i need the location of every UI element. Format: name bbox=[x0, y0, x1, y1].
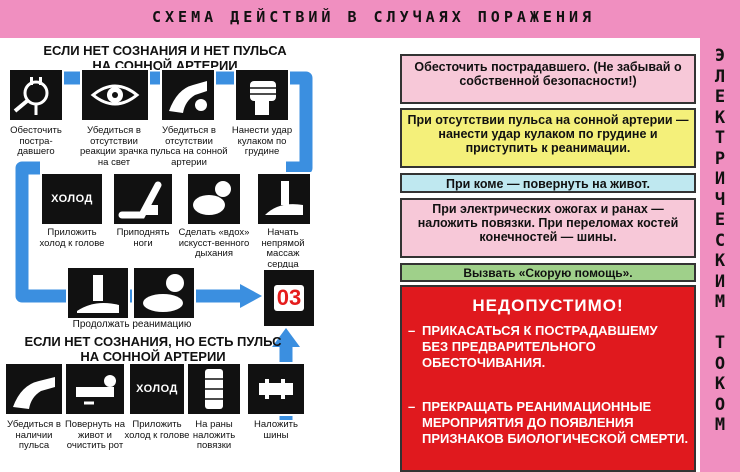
step-caption: Приподнять ноги bbox=[116, 227, 170, 249]
step-caption: Нанести удар кулаком по грудине bbox=[231, 125, 293, 157]
action-box: Обесточить пострадавшего. (Не забывай о … bbox=[400, 54, 696, 104]
step-caption: Приложить холод к голове bbox=[124, 419, 190, 441]
section2-title-line1: ЕСЛИ НЕТ СОЗНАНИЯ, НО ЕСТЬ ПУЛЬС bbox=[24, 334, 282, 349]
side-title-letter: И bbox=[714, 271, 726, 292]
cold-pack-icon: ХОЛОД bbox=[128, 362, 186, 416]
section1-title-line1: ЕСЛИ НЕТ СОЗНАНИЯ И НЕТ ПУЛЬСА bbox=[43, 43, 287, 58]
action-box: При коме — повернуть на живот. bbox=[400, 173, 696, 193]
fist-icon bbox=[234, 68, 290, 122]
eye-icon bbox=[80, 68, 150, 122]
prohibited-title: НЕДОПУСТИМО! bbox=[472, 296, 624, 315]
step-caption: Приложить холод к голове bbox=[39, 227, 105, 249]
pulse-check-icon bbox=[4, 362, 64, 416]
step-caption: Начать непрямой массаж сердца bbox=[261, 227, 305, 270]
action-box: При электрических ожогах и ранах — налож… bbox=[400, 198, 696, 258]
step-caption: Убедиться в отсутствии пульса на сонной … bbox=[150, 125, 228, 168]
bandage-icon bbox=[186, 362, 242, 416]
splint-icon bbox=[246, 362, 306, 416]
flow-arrowhead-up bbox=[272, 328, 300, 347]
action-text: При коме — повернуть на живот. bbox=[445, 177, 651, 191]
turn-over-icon bbox=[64, 362, 126, 416]
raised-legs-icon bbox=[112, 172, 174, 226]
action-box: Вызвать «Скорую помощь». bbox=[400, 263, 696, 282]
step-caption: На раны наложить повязки bbox=[192, 419, 236, 451]
side-title-letter: О bbox=[714, 353, 726, 374]
prohibited-item-dash: – bbox=[408, 323, 416, 338]
top-banner: СХЕМА ДЕЙСТВИЙ В СЛУЧАЯХ ПОРАЖЕНИЯ bbox=[0, 0, 740, 38]
side-title-letter: Е bbox=[714, 87, 726, 107]
side-banner: Э Л Е К Т Р И Ч Е С К И М Т О К О М bbox=[700, 38, 740, 472]
side-title-letter: И bbox=[714, 169, 726, 189]
prohibited-item-dash: – bbox=[408, 399, 416, 414]
phone-icon: 03 bbox=[262, 268, 316, 328]
step-caption: Повернуть на живот и очистить рот bbox=[64, 419, 126, 451]
side-title-letter: К bbox=[714, 251, 726, 271]
step-caption: Обесточить постра-давшего bbox=[10, 125, 62, 157]
cpr-compression-icon bbox=[66, 266, 130, 320]
side-title-letter: Р bbox=[714, 148, 726, 169]
side-title-letter: Л bbox=[714, 66, 726, 87]
side-title-letter: К bbox=[714, 374, 726, 394]
prohibited-box: НЕДОПУСТИМО! – ПРИКАСАТЬСЯ К ПОСТРАДАВШЕ… bbox=[400, 285, 696, 472]
action-text: При отсутствии пульса на сонной артерии … bbox=[407, 113, 689, 155]
side-title-letter: Е bbox=[714, 210, 726, 230]
cold-pack-label: ХОЛОД bbox=[136, 383, 178, 395]
plug-icon bbox=[8, 68, 64, 122]
flow-arrowhead-right bbox=[240, 284, 262, 308]
step-caption: Убедиться в наличии пульса bbox=[7, 419, 61, 451]
side-title-gap bbox=[700, 313, 740, 334]
cold-pack-icon: ХОЛОД bbox=[40, 172, 104, 226]
prohibited-item: – ПРИКАСАТЬСЯ К ПОСТРАДАВШЕМУ БЕЗ ПРЕДВА… bbox=[408, 323, 658, 371]
side-title-letter: М bbox=[714, 415, 726, 435]
action-box: При отсутствии пульса на сонной артерии … bbox=[400, 108, 696, 168]
action-text: При электрических ожогах и ранах — налож… bbox=[417, 202, 679, 244]
step-caption: Убедиться в отсутствии реакции зрачка на… bbox=[79, 125, 148, 168]
step-caption: Сделать «вдох» искусст-венного дыхания bbox=[178, 227, 250, 259]
prohibited-item-text: ПРИКАСАТЬСЯ К ПОСТРАДАВШЕМУ БЕЗ ПРЕДВАРИ… bbox=[422, 323, 658, 370]
prohibited-item-text: ПРЕКРАЩАТЬ РЕАНИМАЦИОННЫЕ МЕРОПРИЯТИЯ ДО… bbox=[422, 399, 689, 446]
side-title-letter: Э bbox=[714, 46, 726, 66]
side-title-letter: О bbox=[714, 394, 726, 415]
side-title-letter: Ч bbox=[714, 189, 726, 210]
action-text: Обесточить пострадавшего. (Не забывай о … bbox=[414, 60, 682, 88]
side-title-letter: К bbox=[714, 107, 726, 128]
phone-number-badge: 03 bbox=[273, 285, 305, 311]
chest-compression-icon bbox=[256, 172, 312, 226]
breath-icon bbox=[186, 172, 242, 226]
action-text: Вызвать «Скорую помощь». bbox=[463, 266, 633, 280]
side-title-letter: С bbox=[714, 230, 726, 251]
page-title: СХЕМА ДЕЙСТВИЙ В СЛУЧАЯХ ПОРАЖЕНИЯ bbox=[152, 8, 596, 26]
side-title-letter: М bbox=[714, 292, 726, 312]
continue-caption: Продолжать реанимацию bbox=[72, 319, 192, 330]
cpr-breath-icon bbox=[132, 266, 196, 320]
side-title-letter: Т bbox=[714, 333, 726, 353]
prohibited-item: – ПРЕКРАЩАТЬ РЕАНИМАЦИОННЫЕ МЕРОПРИЯТИЯ … bbox=[408, 399, 692, 447]
side-title: Э Л Е К Т Р И Ч Е С К И М Т О К О М bbox=[700, 46, 740, 436]
step-caption: Наложить шины bbox=[254, 419, 298, 441]
hand-neck-icon bbox=[160, 68, 216, 122]
section2-title: ЕСЛИ НЕТ СОЗНАНИЯ, НО ЕСТЬ ПУЛЬС НА СОНН… bbox=[18, 334, 288, 364]
section2-title-line2: НА СОННОЙ АРТЕРИИ bbox=[80, 349, 226, 364]
flow-arrow-row2 bbox=[15, 161, 240, 303]
cold-pack-label: ХОЛОД bbox=[51, 193, 93, 205]
side-title-letter: Т bbox=[714, 128, 726, 148]
